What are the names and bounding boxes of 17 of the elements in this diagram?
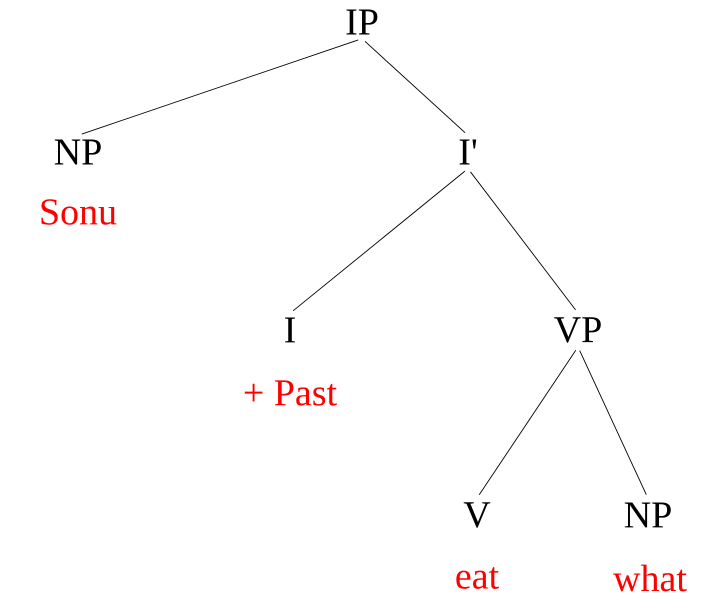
tree-branch [81, 39, 359, 135]
tree-branch [470, 171, 576, 310]
word-label: what [613, 564, 687, 592]
word-label: eat [456, 567, 499, 589]
word-label: Sonu [41, 199, 116, 225]
category-label: I' [460, 140, 476, 164]
tree-branch [292, 170, 466, 312]
category-label: VP [554, 317, 601, 343]
word-label: + Past [244, 380, 337, 406]
category-label: NP [54, 140, 101, 164]
category-label: IP [346, 10, 378, 34]
tree-branch [579, 350, 647, 496]
tree-branch [364, 40, 466, 134]
category-label: I [285, 318, 295, 342]
category-label: NP [624, 502, 671, 528]
tree-branch [478, 350, 576, 496]
category-label: V [464, 502, 490, 528]
